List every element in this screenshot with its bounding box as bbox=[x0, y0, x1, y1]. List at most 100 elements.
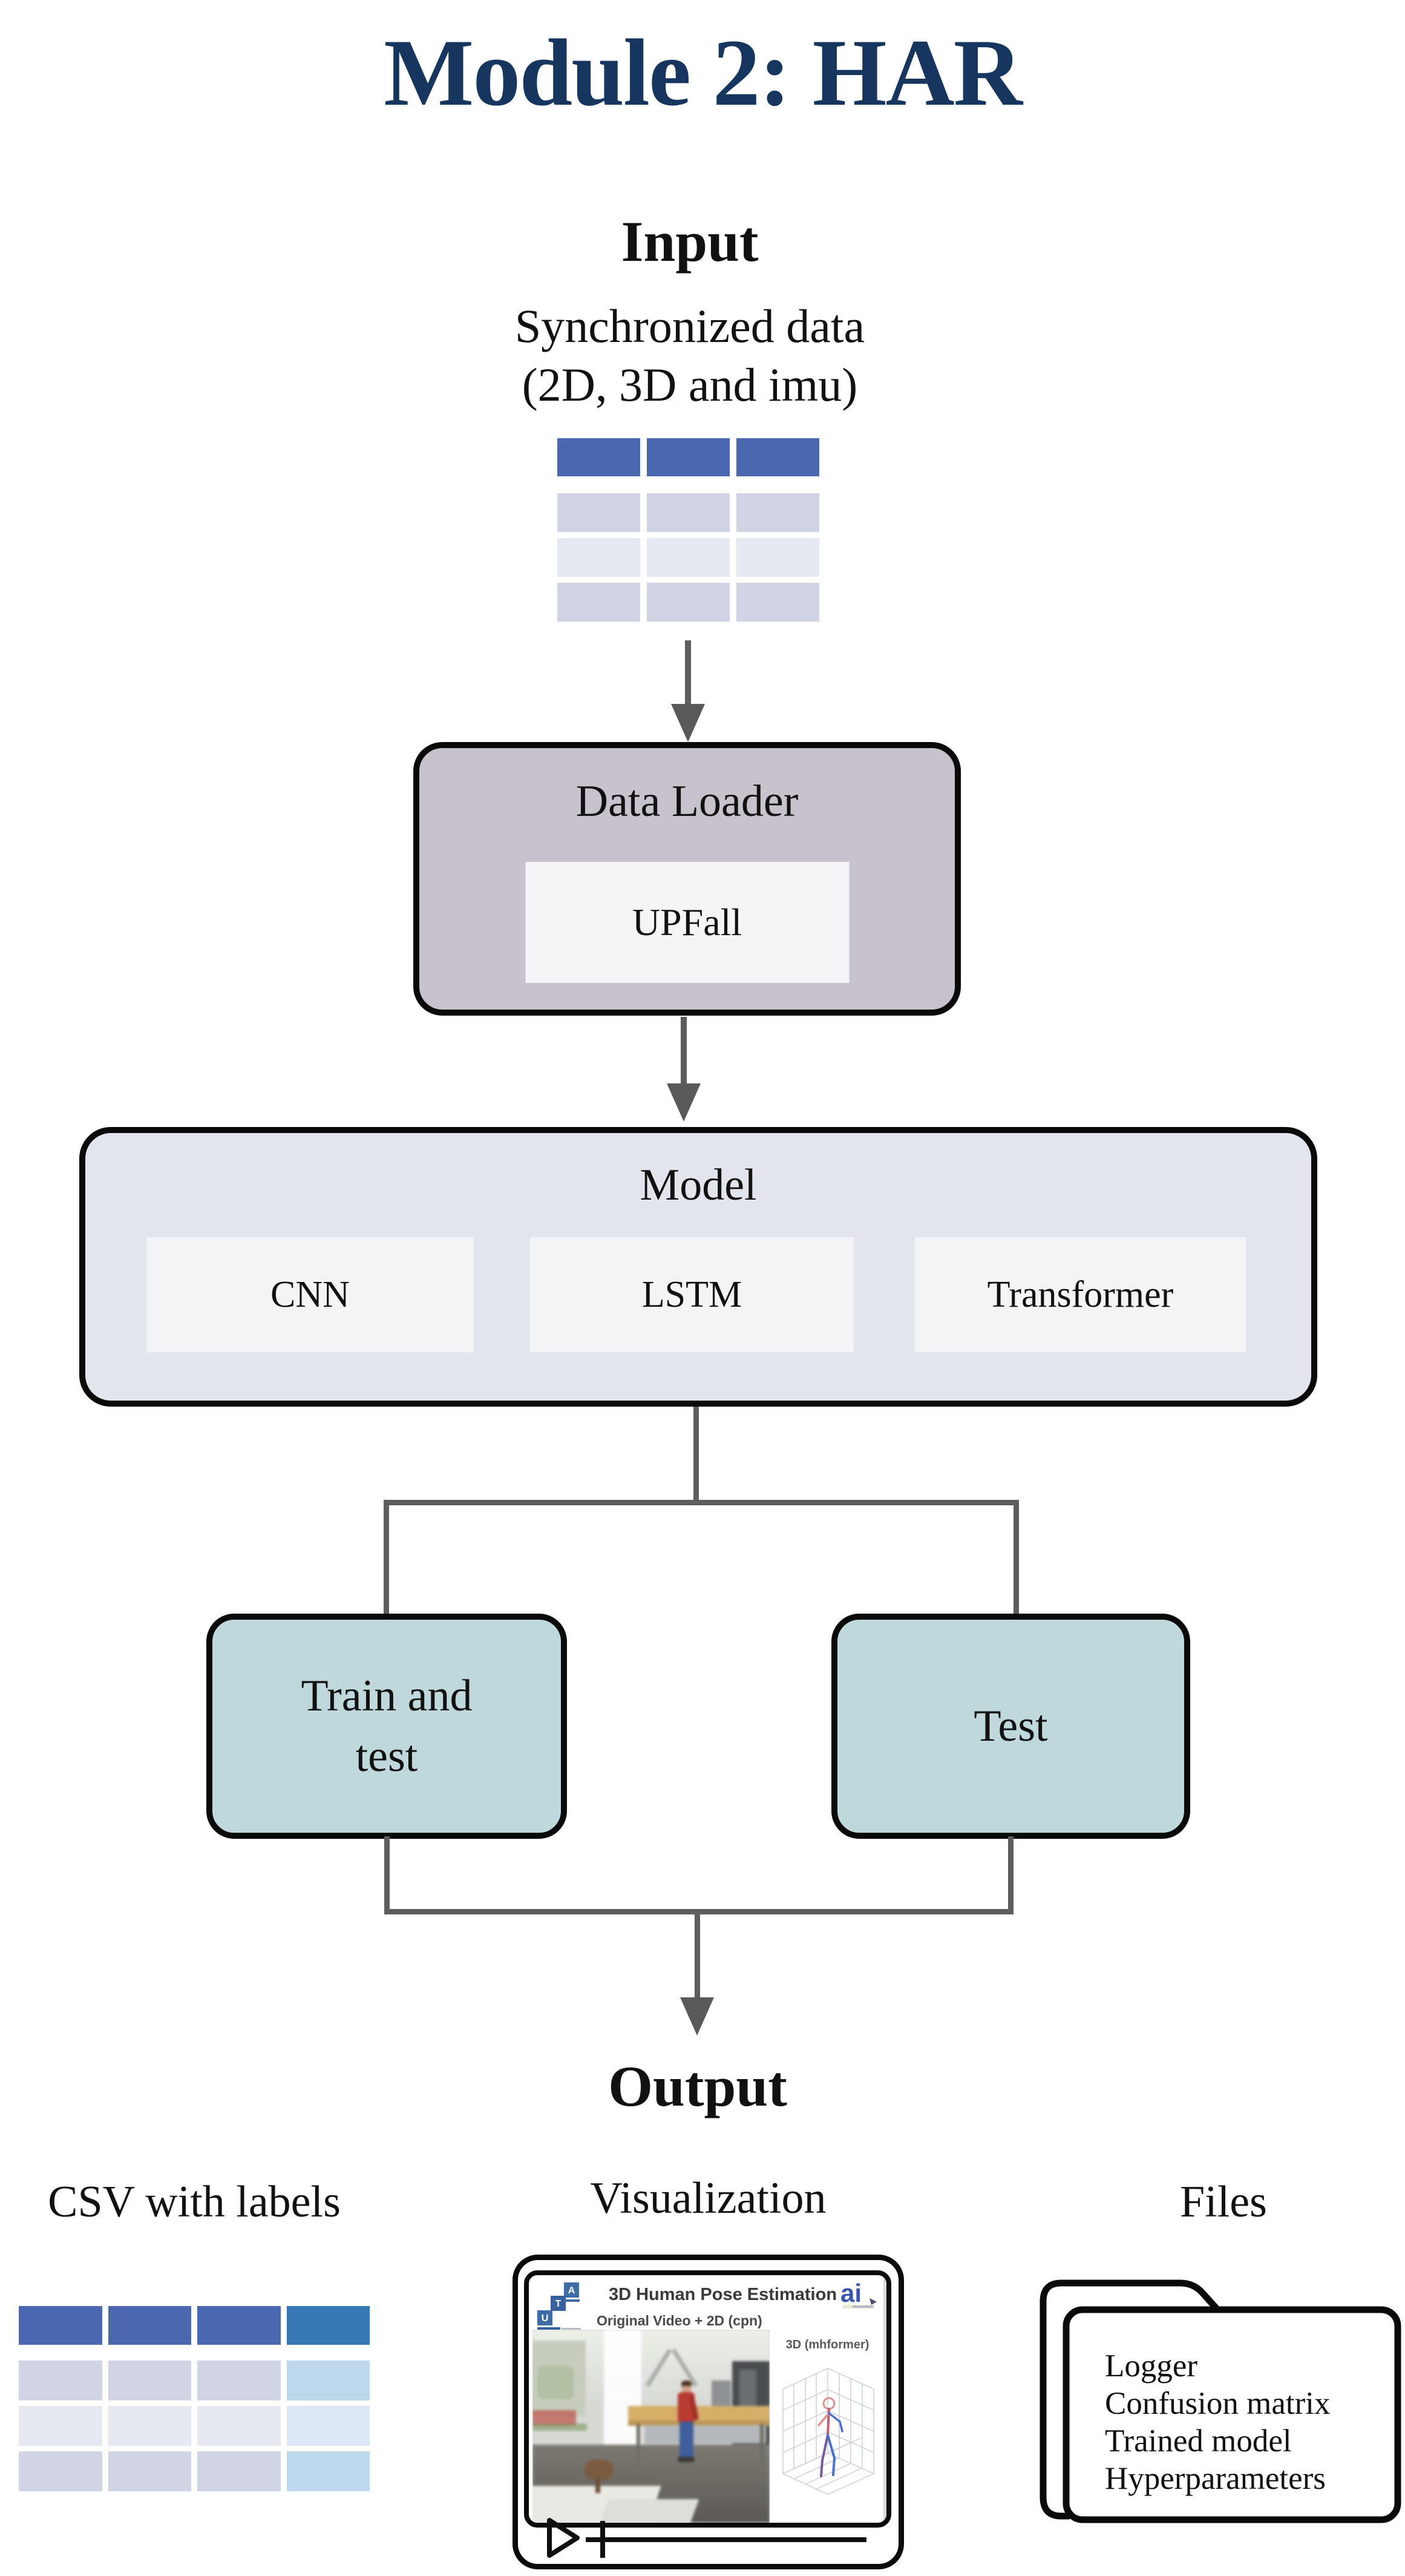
photo-detail bbox=[760, 2424, 764, 2464]
cnn-label: CNN bbox=[270, 1273, 350, 1315]
file-item-trained-model: Trained model bbox=[1105, 2423, 1292, 2459]
table-cell bbox=[647, 538, 730, 577]
photo-detail bbox=[537, 2366, 574, 2399]
table-cell bbox=[197, 2306, 281, 2345]
connector-line bbox=[695, 1909, 700, 2000]
table-cell bbox=[736, 583, 819, 622]
table-cell bbox=[557, 538, 640, 577]
svg-text:ai: ai bbox=[840, 2280, 862, 2307]
files-list: Logger Confusion matrix Trained model Hy… bbox=[1105, 2347, 1330, 2497]
photo-detail bbox=[645, 2425, 766, 2443]
connector-line bbox=[384, 1836, 390, 1914]
screen-edge-strip bbox=[883, 2275, 886, 2523]
csv-table-icon bbox=[19, 2306, 370, 2497]
ai-logo-icon: ai bbox=[840, 2280, 877, 2308]
model-item-lstm: LSTM bbox=[530, 1237, 854, 1352]
files-output-title: Files bbox=[1180, 2177, 1267, 2227]
video-heading: 3D Human Pose Estimation bbox=[608, 2285, 837, 2304]
csv-output-title: CSV with labels bbox=[48, 2177, 341, 2227]
photo-dog bbox=[585, 2459, 614, 2480]
arrow-down-icon bbox=[671, 704, 705, 742]
test-label: Test bbox=[974, 1701, 1048, 1751]
data-loader-title: Data Loader bbox=[575, 777, 799, 826]
photo-detail bbox=[532, 2423, 587, 2431]
table-row bbox=[19, 2451, 370, 2491]
table-cell bbox=[286, 2361, 370, 2400]
photo-table bbox=[628, 2406, 770, 2422]
connector-line bbox=[384, 1500, 389, 1616]
pose-3d-cube-icon bbox=[782, 2368, 875, 2495]
table-cell bbox=[286, 2451, 370, 2491]
table-cell bbox=[108, 2361, 191, 2400]
table-row bbox=[557, 493, 819, 532]
table-cell bbox=[108, 2306, 191, 2345]
table-cell bbox=[736, 493, 819, 532]
table-row bbox=[19, 2406, 370, 2446]
photo-detail bbox=[595, 2477, 600, 2493]
table-row bbox=[19, 2306, 370, 2345]
lstm-label: LSTM bbox=[641, 1273, 742, 1315]
video-screen: A T U 3D Human Pose Estimation Original … bbox=[524, 2270, 891, 2528]
table-cell bbox=[108, 2451, 191, 2491]
visualization-output-title: Visualization bbox=[590, 2174, 827, 2223]
photo-person-shoes bbox=[678, 2457, 695, 2462]
page-title: Module 2: HAR bbox=[384, 20, 1023, 126]
connector-line bbox=[681, 1017, 687, 1085]
photo-person-hair bbox=[681, 2380, 692, 2386]
model-title: Model bbox=[640, 1160, 757, 1210]
train-and-test-box: Train and test bbox=[206, 1614, 567, 1839]
photo-light-column bbox=[604, 2330, 641, 2457]
connector-line bbox=[693, 1407, 699, 1503]
connector-line bbox=[685, 640, 691, 707]
video-subheading: Original Video + 2D (cpn) bbox=[597, 2313, 762, 2328]
table-cell bbox=[647, 493, 730, 532]
table-row bbox=[19, 2361, 370, 2400]
model-box: Model CNN LSTM Transformer bbox=[79, 1127, 1317, 1407]
test-box: Test bbox=[831, 1614, 1190, 1839]
output-section-label: Output bbox=[608, 2054, 787, 2118]
table-row bbox=[557, 583, 819, 622]
table-cell bbox=[286, 2306, 370, 2345]
arrow-down-icon bbox=[680, 1997, 714, 2036]
table-cell bbox=[557, 493, 640, 532]
input-section-label: Input bbox=[621, 209, 759, 274]
input-caption-line2: (2D, 3D and imu) bbox=[522, 358, 858, 411]
input-caption: Synchronized data (2D, 3D and imu) bbox=[0, 297, 1380, 414]
connector-line bbox=[384, 1500, 1019, 1505]
photo-detail bbox=[532, 2410, 576, 2426]
table-cell bbox=[647, 438, 730, 476]
table-cell bbox=[736, 438, 819, 476]
upfall-label: UPFall bbox=[632, 901, 742, 944]
table-cell bbox=[19, 2451, 102, 2491]
svg-text:A: A bbox=[568, 2285, 575, 2296]
video-thumbnail-photo bbox=[532, 2330, 770, 2523]
model-item-cnn: CNN bbox=[146, 1237, 474, 1352]
transformer-label: Transformer bbox=[987, 1273, 1174, 1315]
svg-text:U: U bbox=[542, 2313, 549, 2324]
folder-icon bbox=[1040, 2279, 1401, 2523]
train-label-line1: Train and bbox=[301, 1671, 473, 1721]
video-controls bbox=[547, 2518, 866, 2558]
input-caption-line1: Synchronized data bbox=[514, 300, 865, 352]
photo-detail bbox=[637, 2424, 640, 2464]
table-cell bbox=[557, 438, 640, 476]
svg-text:T: T bbox=[555, 2299, 562, 2309]
table-cell bbox=[108, 2406, 191, 2446]
photo-details bbox=[532, 2330, 770, 2523]
uta-logo-icon: A T U bbox=[537, 2282, 581, 2330]
table-cell bbox=[197, 2451, 281, 2491]
table-cell bbox=[19, 2406, 102, 2446]
upfall-box: UPFall bbox=[525, 862, 849, 983]
arrow-down-icon bbox=[667, 1083, 701, 1122]
connector-line bbox=[1014, 1500, 1019, 1616]
play-button-icon[interactable] bbox=[547, 2518, 580, 2558]
table-row bbox=[557, 538, 819, 577]
file-item-confusion-matrix: Confusion matrix bbox=[1105, 2386, 1331, 2421]
table-cell bbox=[197, 2361, 281, 2400]
table-cell bbox=[736, 538, 819, 577]
model-item-transformer: Transformer bbox=[915, 1237, 1246, 1352]
table-cell bbox=[286, 2406, 370, 2446]
file-item-hyperparameters: Hyperparameters bbox=[1105, 2461, 1326, 2496]
video-player: A T U 3D Human Pose Estimation Original … bbox=[513, 2255, 904, 2569]
connector-line bbox=[1008, 1836, 1014, 1914]
